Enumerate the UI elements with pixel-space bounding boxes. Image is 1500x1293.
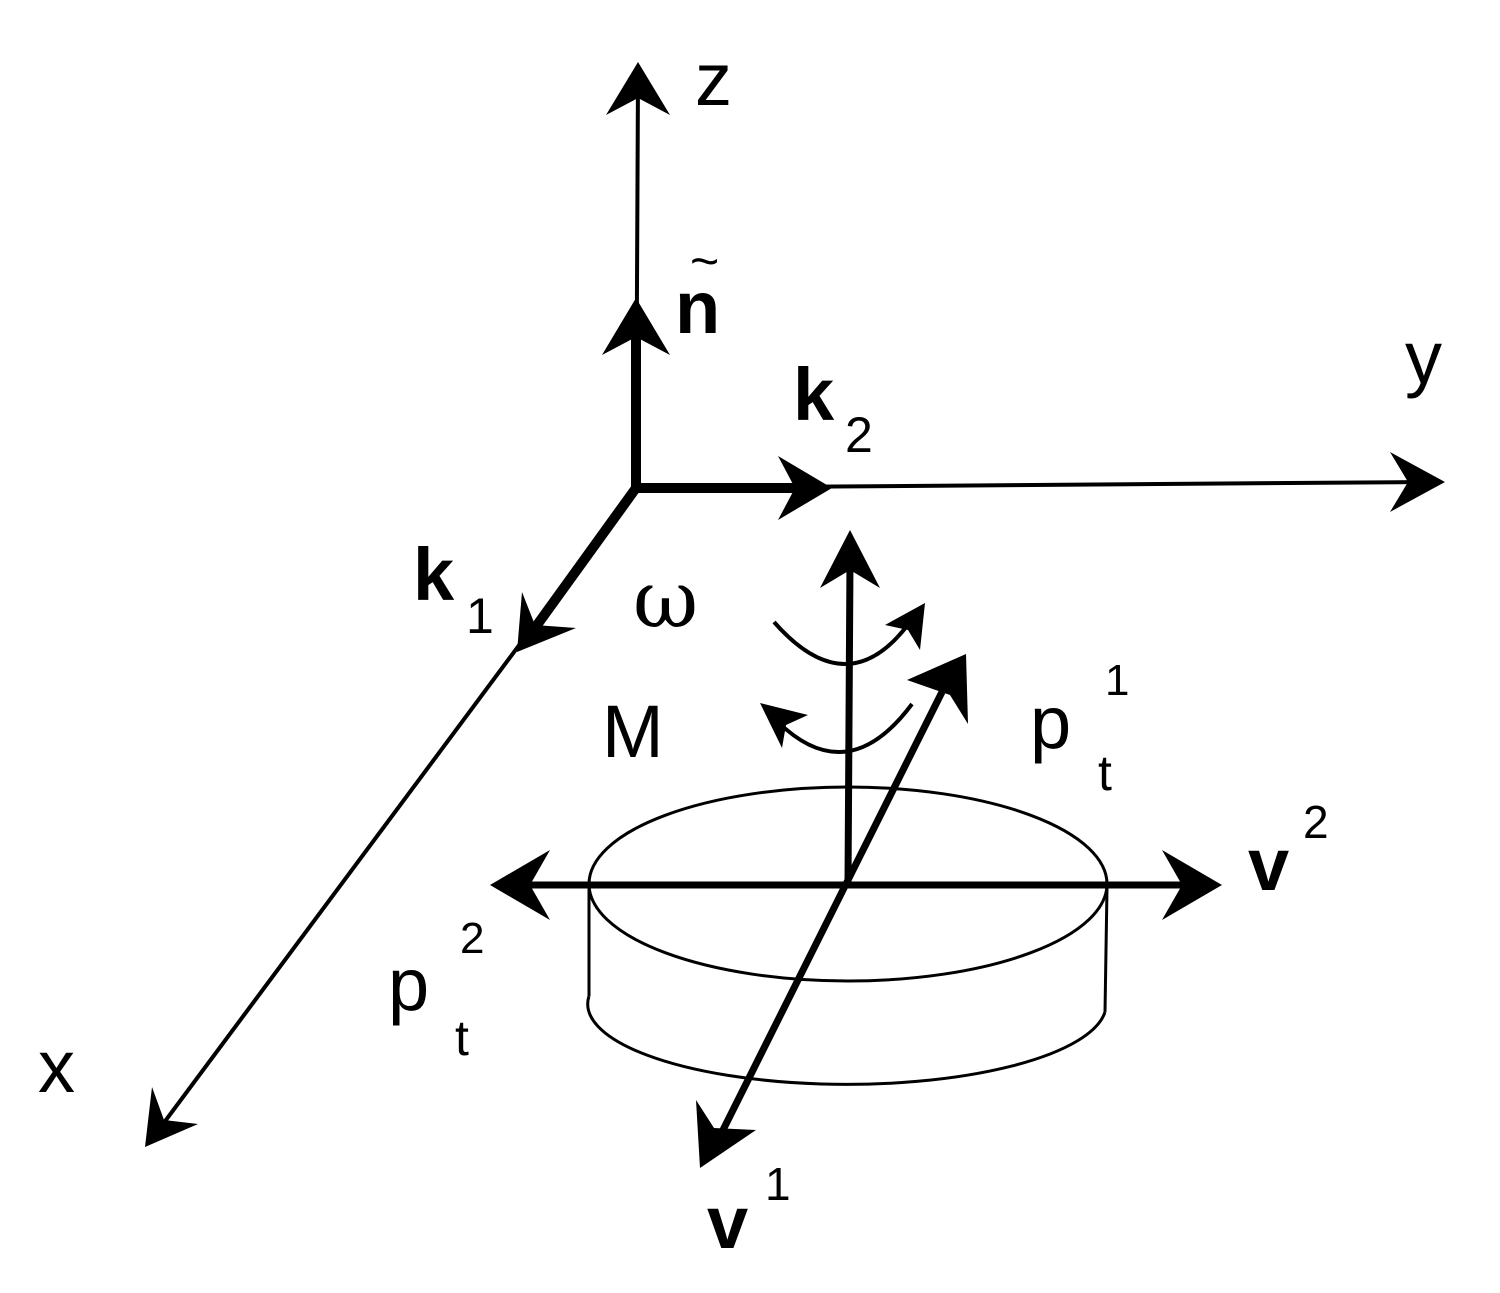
y-axis-label: y xyxy=(1405,316,1442,399)
v1-superscript: 1 xyxy=(765,1158,791,1210)
k2-subscript: 2 xyxy=(845,407,873,463)
disk-right-side xyxy=(1103,887,1109,1013)
k1-label: k xyxy=(413,533,455,616)
k2-label: k xyxy=(793,353,835,436)
mass-label: M xyxy=(602,690,664,773)
z-axis-arrowhead xyxy=(606,62,670,115)
n-vector-label: n xyxy=(675,266,720,349)
omega-label: ω xyxy=(633,553,698,646)
pt1-subscript: t xyxy=(1098,745,1112,801)
y-axis-arrowhead xyxy=(1390,452,1445,512)
k1-vector xyxy=(527,485,641,635)
pt1-label: p xyxy=(1030,681,1071,764)
k2-vector-arrowhead xyxy=(778,456,832,520)
n-vector-arrowhead xyxy=(602,298,670,355)
x-axis-label: x xyxy=(38,1025,75,1108)
rotation-arc-upper-arrowhead xyxy=(885,603,925,650)
disk-bottom-rim xyxy=(586,995,1107,1086)
v1-label: v xyxy=(707,1181,748,1264)
v2-label: v xyxy=(1248,823,1289,906)
rotation-arc-upper xyxy=(772,620,912,666)
diagonal-vector-line xyxy=(714,678,952,1142)
pt2-label: p xyxy=(388,943,429,1026)
v2-arrowhead xyxy=(1162,850,1222,920)
x-axis-arrowhead xyxy=(145,1087,198,1147)
v1-arrowhead xyxy=(696,1100,756,1168)
rotation-arc-lower xyxy=(776,702,914,754)
pt2-subscript: t xyxy=(455,1010,469,1066)
pt1-superscript: 1 xyxy=(1105,656,1129,705)
k1-vector-arrowhead xyxy=(517,592,576,652)
spin-axis xyxy=(844,559,854,885)
pt1-arrowhead xyxy=(907,654,968,724)
k1-subscript: 1 xyxy=(466,588,494,644)
n-tilde-accent: ~ xyxy=(690,233,719,289)
v2-superscript: 2 xyxy=(1303,796,1329,848)
rotation-arc-lower-arrowhead xyxy=(760,703,808,748)
pt2-superscript: 2 xyxy=(460,914,484,963)
spin-axis-arrowhead xyxy=(820,530,880,588)
z-axis-label: z xyxy=(695,38,732,121)
pt2-arrowhead xyxy=(490,850,550,920)
